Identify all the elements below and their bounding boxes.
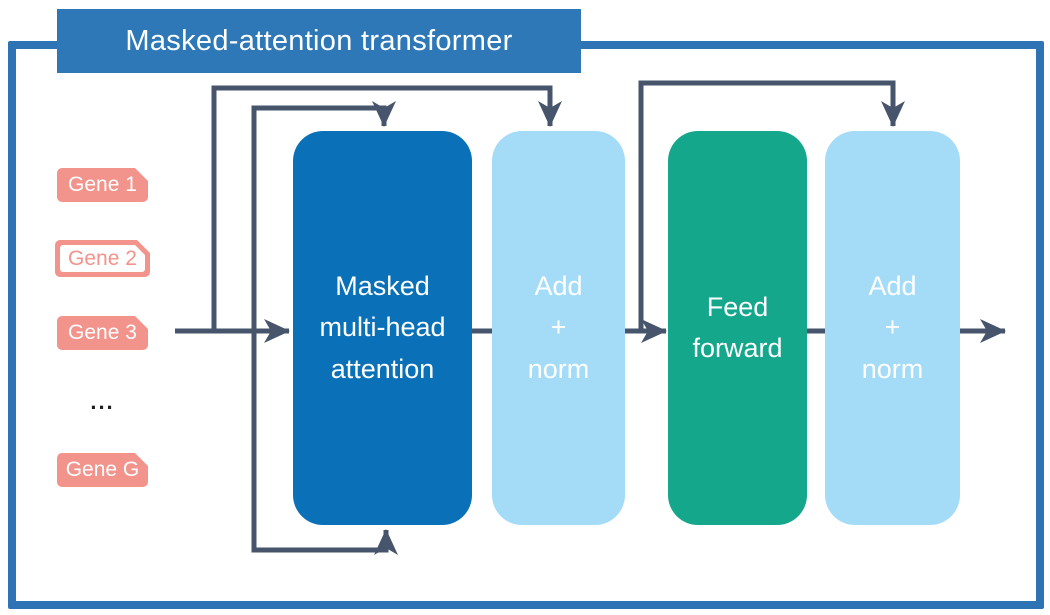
add-norm-2-label: Add + norm bbox=[861, 271, 924, 384]
gene-token-g: Gene G bbox=[57, 453, 148, 487]
gene-ellipsis: ... bbox=[90, 389, 115, 414]
residual-skip-arrow-1 bbox=[211, 85, 562, 331]
gene-token-g-label: Gene G bbox=[65, 458, 140, 481]
gene-token-1: Gene 1 bbox=[57, 168, 148, 202]
add-norm-1-label: Add + norm bbox=[527, 271, 590, 384]
attention-bottom-input-arrow bbox=[251, 331, 398, 555]
gene-token-3-label: Gene 3 bbox=[68, 321, 137, 344]
feed-forward-label: Feed forward bbox=[692, 291, 783, 363]
attention-top-input-arrow bbox=[251, 101, 396, 331]
gene-token-2: Gene 2 bbox=[55, 240, 150, 277]
diagram-title: Masked-attention transformer bbox=[125, 24, 513, 57]
add-norm-block-1: Add + norm bbox=[492, 131, 625, 525]
gene-token-2-label: Gene 2 bbox=[68, 246, 137, 270]
masked-attention-label: Masked multi-head attention bbox=[319, 271, 446, 384]
feed-forward-block: Feed forward bbox=[668, 131, 807, 525]
residual-skip-arrow-2 bbox=[638, 80, 905, 331]
gene-token-1-label: Gene 1 bbox=[68, 173, 137, 196]
title-banner: Masked-attention transformer bbox=[57, 9, 581, 73]
gene-token-2-inner: Gene 2 bbox=[60, 245, 145, 272]
add-norm-block-2: Add + norm bbox=[825, 131, 960, 525]
gene-token-3: Gene 3 bbox=[57, 316, 148, 350]
masked-attention-block: Masked multi-head attention bbox=[293, 131, 472, 525]
